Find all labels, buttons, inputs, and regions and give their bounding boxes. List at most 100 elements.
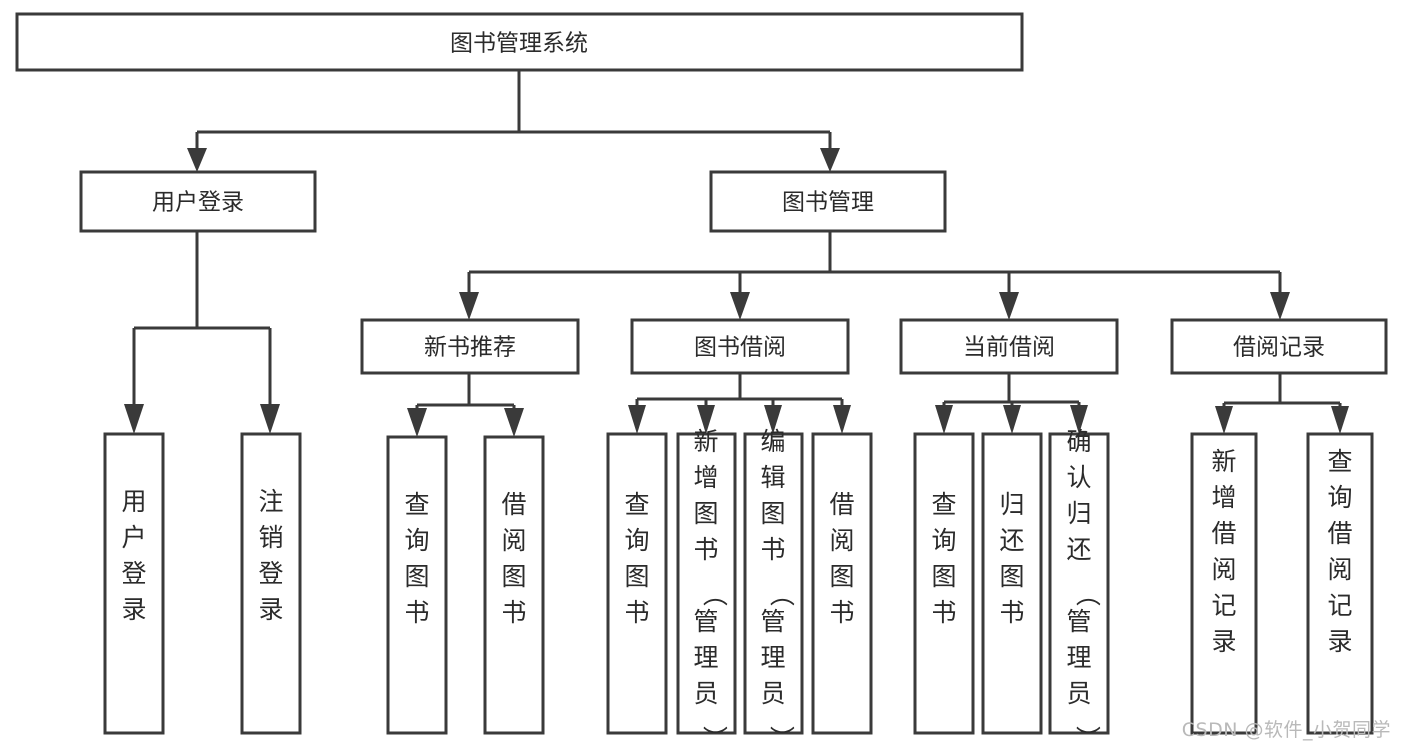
leaf-box-current-borrow-3	[1048, 432, 1110, 735]
arrowhead-bb-leaf-4	[833, 405, 851, 434]
vertical-label-char: 图	[931, 562, 956, 591]
arrowhead-cb-leaf-3	[1070, 405, 1088, 434]
vertical-label-char: 查	[1327, 447, 1352, 476]
leaf-box-borrow-record-2	[1306, 432, 1374, 735]
node-root-box	[15, 12, 1024, 72]
arrowhead-user-login	[187, 148, 207, 172]
node-current-borrow-box	[899, 318, 1119, 375]
arrowhead-book-borrow	[730, 292, 750, 320]
vertical-label-char: 图	[760, 499, 785, 528]
node-book-borrow-box	[630, 318, 850, 375]
vertical-label-char: （	[700, 581, 729, 606]
connector-group-root	[187, 70, 840, 172]
vertical-label-char: 书	[931, 598, 956, 627]
vertical-label-char: 还	[1066, 535, 1091, 564]
vertical-label-char: （	[1073, 581, 1102, 606]
vertical-label-char: 询	[1327, 483, 1352, 512]
node-current-borrow[interactable]: 当前借阅	[899, 318, 1119, 375]
vertical-label-char: ）	[767, 725, 796, 747]
vertical-label-char: 登	[258, 559, 283, 588]
node-borrow-record[interactable]: 借阅记录	[1170, 318, 1388, 375]
node-user-login[interactable]: 用户登录	[79, 170, 317, 233]
leaf-node-user-login-1[interactable]: 用户登录	[103, 432, 165, 735]
vertical-label-char: 书	[624, 598, 649, 627]
vertical-label-char: 管	[1066, 607, 1091, 636]
vertical-label-char: 阅	[829, 526, 854, 555]
arrowhead-nb-leaf-1	[407, 408, 427, 437]
vertical-label-char: 图	[624, 562, 649, 591]
connector-group-user-login	[124, 231, 280, 434]
node-user-login-label: 用户登录	[152, 190, 244, 216]
connector-group-current-borrow	[935, 373, 1088, 434]
vertical-label-char: 图	[829, 562, 854, 591]
vertical-label-char: 录	[1327, 627, 1352, 656]
vertical-label-char: ）	[1073, 725, 1102, 747]
vertical-label-char: 书	[501, 598, 526, 627]
node-user-login-box	[79, 170, 317, 233]
arrowhead-book-mgmt	[820, 148, 840, 172]
vertical-label-char: 归	[999, 490, 1024, 519]
node-book-management[interactable]: 图书管理	[709, 170, 947, 233]
vertical-label-char: 图	[404, 562, 429, 591]
node-new-book-recommend-label: 新书推荐	[424, 335, 516, 361]
leaf-label-user-login-1: 用户登录	[121, 487, 146, 624]
vertical-label-char: 阅	[1327, 555, 1352, 584]
vertical-label-char: 查	[931, 490, 956, 519]
node-borrow-record-label: 借阅记录	[1233, 335, 1325, 361]
vertical-label-char: 理	[1066, 643, 1091, 672]
node-new-book-recommend[interactable]: 新书推荐	[360, 318, 580, 375]
vertical-label-char: 辑	[760, 463, 785, 492]
leaf-box-book-borrow-1	[606, 432, 668, 735]
vertical-label-char: 登	[121, 559, 146, 588]
vertical-label-char: 借	[501, 490, 526, 519]
vertical-label-char: 员	[1066, 679, 1091, 708]
connector-group-book-mgmt	[459, 231, 1290, 320]
vertical-label-char: 图	[999, 562, 1024, 591]
vertical-label-char: 理	[693, 643, 718, 672]
vertical-label-char: 阅	[501, 526, 526, 555]
arrowhead-br-leaf-2	[1331, 406, 1349, 434]
node-book-borrow[interactable]: 图书借阅	[630, 318, 850, 375]
node-root-system[interactable]: 图书管理系统	[15, 12, 1024, 72]
vertical-label-char: 借	[1327, 519, 1352, 548]
vertical-label-char: 书	[760, 535, 785, 564]
vertical-label-char: 借	[829, 490, 854, 519]
vertical-label-char: 记	[1211, 591, 1236, 620]
vertical-label-char: 图	[501, 562, 526, 591]
node-root-label: 图书管理系统	[450, 31, 588, 57]
vertical-label-char: 员	[760, 679, 785, 708]
node-borrow-record-box	[1170, 318, 1388, 375]
arrowhead-borrow-record	[1270, 292, 1290, 320]
vertical-label-char: 理	[760, 643, 785, 672]
node-current-borrow-label: 当前借阅	[963, 335, 1055, 361]
vertical-label-char: 图	[693, 499, 718, 528]
vertical-label-char: 管	[760, 607, 785, 636]
node-book-management-box	[709, 170, 947, 233]
vertical-label-char: 书	[829, 598, 854, 627]
vertical-label-char: 查	[404, 490, 429, 519]
arrowhead-ul-leaf-1	[124, 404, 144, 434]
vertical-label-char: 新	[1211, 447, 1236, 476]
vertical-label-char: 询	[931, 526, 956, 555]
leaf-box-current-borrow-2	[981, 432, 1043, 735]
leaf-box-borrow-record-1	[1190, 432, 1258, 735]
